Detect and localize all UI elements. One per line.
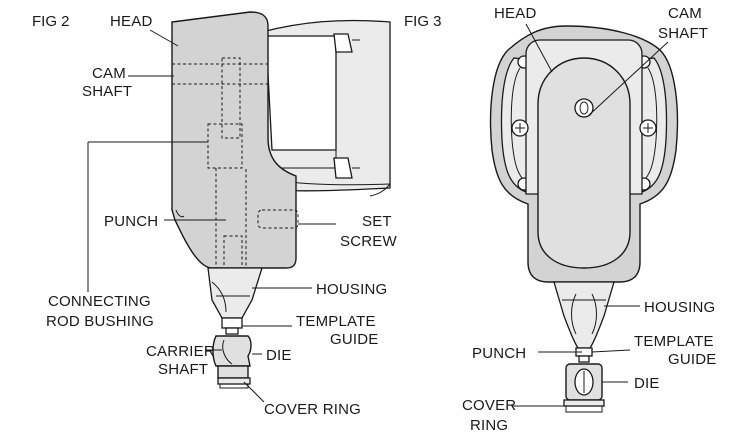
fig2-leader-connecting-rod-bushing [87, 141, 208, 292]
fig2-leader-head [149, 29, 179, 47]
fig2-label-carrier-shaft-line2: SHAFT [158, 361, 208, 378]
fig2-die [217, 365, 249, 379]
fig2-label-set-screw-line2: SCREW [340, 233, 397, 250]
fig3-label-housing: HOUSING [644, 299, 715, 316]
fig2-label-set-screw-line1: SET [362, 213, 392, 230]
fig3-label-head: HEAD [494, 5, 536, 22]
fig3-drawing [489, 25, 679, 413]
fig3-labels: FIG 3 HEAD CAM SHAFT HOUSING TEMPLATE GU… [404, 5, 717, 434]
fig2-label-punch: PUNCH [104, 213, 158, 230]
fig2-title: FIG 2 [32, 13, 70, 30]
fig2-handle-plate-top [265, 35, 337, 151]
fig2-handle-clip-bottom [333, 157, 353, 179]
fig3-label-template-guide-line1: TEMPLATE [634, 333, 714, 350]
fig2-label-template-guide-line1: TEMPLATE [296, 313, 376, 330]
fig2-label-cam-shaft-line2: SHAFT [82, 83, 132, 100]
fig3-label-cam-shaft-line2: SHAFT [658, 25, 708, 42]
fig3-label-cam-shaft-line1: CAM [668, 5, 702, 22]
fig3-cover-ring [563, 399, 605, 407]
fig2-template-guide [221, 317, 243, 329]
fig3-label-cover-ring-line1: COVER [462, 397, 516, 414]
fig3-center-column [537, 57, 631, 269]
fig2-label-cover-ring: COVER RING [264, 401, 361, 418]
fig2-carrier-shaft [212, 335, 252, 367]
fig2-leader-cover-ring [243, 381, 265, 403]
fig2-label-template-guide-line2: GUIDE [330, 331, 379, 348]
fig2-label-connecting-rod-bushing-line2: ROD BUSHING [46, 313, 154, 330]
fig2-leaders [87, 29, 336, 403]
fig3-title: FIG 3 [404, 13, 442, 30]
fig3-leader-cam-shaft [587, 41, 669, 117]
fig2-label-carrier-shaft-line1: CARRIER [146, 343, 215, 360]
fig3-leader-template-guide [591, 349, 631, 353]
fig2-connecting-rod-bushing-outline [207, 123, 243, 169]
fig2-label-die: DIE [266, 347, 292, 364]
fig2-labels: FIG 2 HEAD CAM SHAFT PUNCH SET SCREW CON… [32, 13, 397, 418]
fig3-leaders [512, 23, 669, 407]
fig2-handle-clip-top [333, 33, 353, 53]
fig2-housing [207, 267, 263, 319]
fig3-label-cover-ring-line2: RING [470, 417, 508, 434]
fig2-head-body [171, 11, 297, 269]
fig2-label-housing: HOUSING [316, 281, 387, 298]
fig3-label-template-guide-line2: GUIDE [668, 351, 717, 368]
fig3-leader-head [525, 23, 553, 73]
fig3-label-punch: PUNCH [472, 345, 526, 362]
fig2-drawing [171, 11, 391, 389]
fig2-label-cam-shaft-line1: CAM [92, 65, 126, 82]
fig3-label-die: DIE [634, 375, 660, 392]
fig2-connecting-rod-outline [221, 57, 241, 139]
fig2-label-connecting-rod-bushing-line1: CONNECTING [48, 293, 151, 310]
fig2-label-head: HEAD [110, 13, 152, 30]
fig3-housing [553, 281, 615, 349]
fig3-cam-shaft-screw [574, 98, 594, 118]
fig2-cam-shaft-outline [171, 63, 269, 85]
